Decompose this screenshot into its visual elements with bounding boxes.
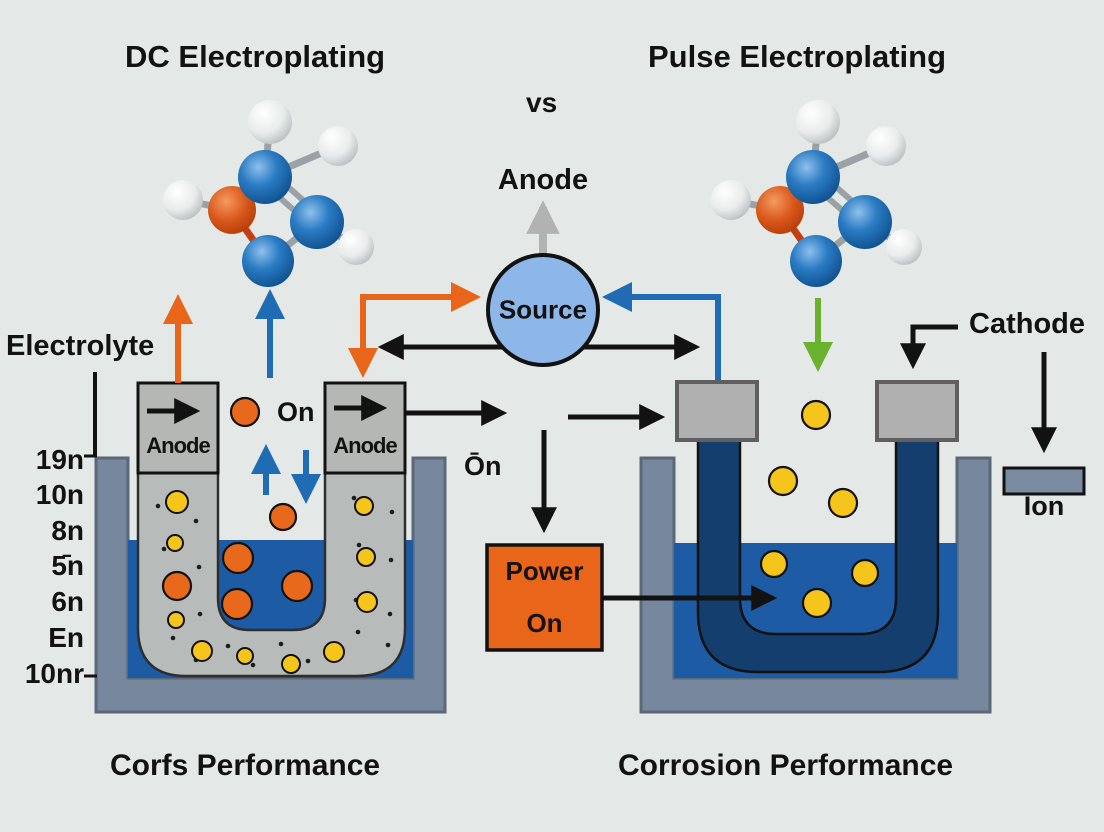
power-on-line2: On — [526, 608, 563, 639]
ion-particle — [166, 534, 184, 552]
ion-particle — [800, 399, 832, 431]
ion-particle — [191, 640, 213, 662]
anode-box-2-label: Anode — [333, 433, 397, 458]
electrolyte-axis — [84, 372, 97, 678]
arrows — [147, 200, 1057, 611]
source-circle — [486, 253, 600, 367]
orange-elbow-arrow — [348, 282, 481, 378]
ion-particle — [323, 641, 345, 663]
title-dc-electroplating: DC Electroplating — [125, 39, 386, 74]
ion-particle — [221, 541, 255, 575]
ion-particle — [220, 587, 254, 621]
axis-label-en: En — [48, 622, 84, 653]
ion-particle — [236, 647, 254, 665]
pulse-electrode-box-right — [875, 380, 959, 442]
axis-label-6n: 6n — [51, 586, 84, 617]
power-on-box — [485, 543, 604, 652]
dc-anode-box-1 — [136, 381, 220, 475]
molecule-right-icon — [711, 100, 922, 287]
axis-label-19n: 19n — [35, 444, 84, 475]
dc-beaker — [94, 396, 447, 714]
ion-particle — [268, 502, 298, 532]
axis-label-10n: 10n — [35, 479, 84, 510]
blue-elbow-arrow — [602, 282, 721, 380]
pulse-beaker-container — [639, 456, 992, 714]
axis-label-8n: 8n — [51, 515, 84, 546]
caption-left-performance: Corfs Performance — [110, 749, 381, 782]
on-label-left: On — [277, 397, 315, 427]
title-vs: vs — [526, 87, 558, 118]
ion-label: Ion — [1023, 491, 1065, 521]
anode-top-label: Anode — [497, 164, 589, 196]
ion-particle — [801, 587, 833, 619]
ion-particle — [767, 465, 799, 497]
ion-particle — [759, 549, 789, 579]
ion-particle — [850, 558, 880, 588]
anode-box-1-label: Anode — [146, 433, 210, 458]
cathode-label: Cathode — [969, 308, 1085, 340]
title-pulse-electroplating: Pulse Electroplating — [648, 39, 947, 74]
power-on-label: Power On — [487, 545, 602, 650]
on-label-center: Ōn — [464, 451, 502, 481]
electrolyte-label: Electrolyte — [6, 330, 155, 362]
pulse-beaker — [639, 380, 992, 714]
axis-label-10nr: 10nr — [24, 658, 84, 689]
ion-particle — [167, 611, 185, 629]
ion-particle — [356, 591, 378, 613]
ion-particle — [356, 547, 376, 567]
ion-particle — [827, 487, 859, 519]
axis-label-5n: 5̄n — [51, 550, 84, 581]
ion-particle — [281, 654, 301, 674]
dc-orange-ions — [161, 396, 314, 621]
dc-beaker-container — [94, 456, 447, 714]
ion-particle — [161, 570, 193, 602]
dc-yellow-ions — [165, 490, 378, 674]
dc-u-tube — [136, 470, 407, 678]
dc-anode-box-2 — [323, 381, 407, 475]
ion-plate — [1002, 466, 1086, 496]
ion-particle — [280, 569, 314, 603]
power-on-line1: Power — [505, 555, 584, 586]
molecule-left-icon — [163, 100, 374, 287]
pulse-electrode-box-left — [675, 380, 759, 442]
pulse-yellow-ions — [759, 399, 880, 619]
caption-right-performance: Corrosion Performance — [618, 749, 954, 782]
ion-particle — [229, 396, 261, 428]
source-label: Source — [498, 294, 588, 325]
ion-particle — [354, 496, 374, 516]
ion-particle — [165, 490, 189, 514]
pulse-u-electrode — [696, 438, 940, 674]
cathode-elbow-arrow — [900, 324, 958, 370]
